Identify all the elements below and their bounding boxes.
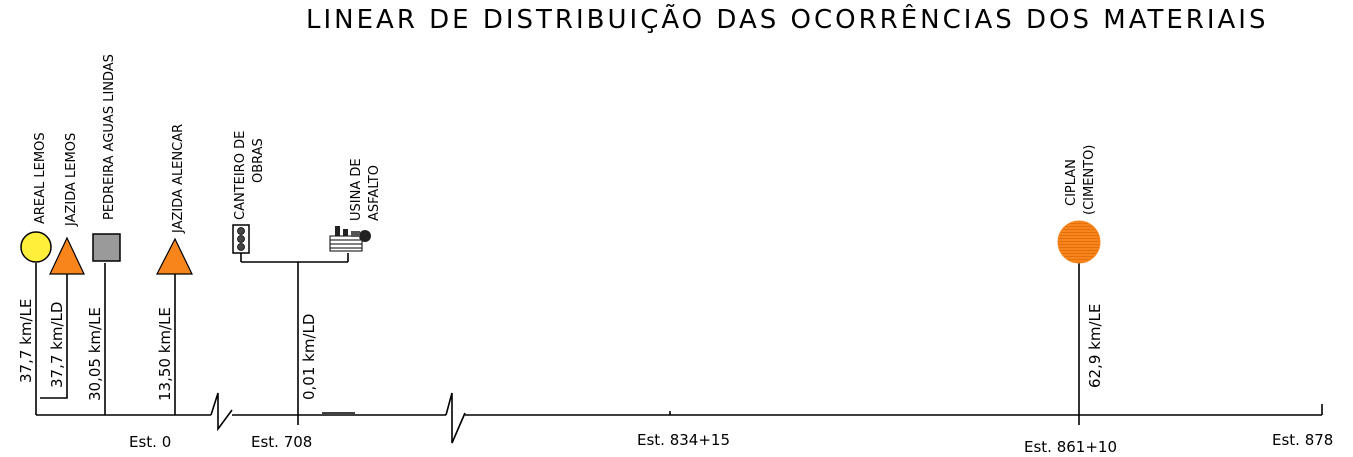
connectors: [35, 253, 1080, 425]
ciplan-distance: 62,9 km/LE: [1086, 304, 1104, 388]
jazida-alencar-marker: [156, 237, 193, 275]
canteiro-usina-distance: 0,01 km/LD: [300, 314, 318, 400]
break-symbol-1: [210, 392, 233, 432]
areal-lemos-distance: 37,7 km/LE: [17, 299, 35, 383]
jazida-alencar-label: JAZIDA ALENCAR: [171, 124, 186, 234]
station-label-708: Est. 708: [251, 433, 312, 451]
pedreira-label: PEDREIRA AGUAS LINDAS: [102, 54, 117, 220]
station-label-0: Est. 0: [129, 433, 171, 451]
diagram-title: LINEAR DE DISTRIBUIÇÃO DAS OCORRÊNCIAS D…: [306, 3, 1268, 35]
jazida-lemos-marker: [49, 236, 85, 275]
break-symbol-2: [445, 392, 466, 444]
areal-lemos-marker: [20, 231, 52, 263]
station-label-861: Est. 861+10: [1024, 438, 1117, 456]
site-office-icon: [232, 224, 250, 254]
usina-label-line1: USINA DE: [349, 158, 364, 221]
ciplan-label-line2: (CIMENTO): [1082, 145, 1097, 215]
areal-lemos-label: AREAL LEMOS: [33, 132, 48, 224]
ciplan-marker: [1057, 220, 1101, 264]
baseline: [36, 392, 1323, 444]
usina-label-line2: ASFALTO: [367, 165, 382, 221]
ciplan-label-line1: CIPLAN: [1064, 159, 1079, 206]
jazida-lemos-distance: 37,7 km/LD: [48, 302, 66, 388]
pedreira-distance: 30,05 km/LE: [86, 307, 104, 401]
station-label-878: Est. 878: [1272, 431, 1333, 449]
canteiro-label-line2: OBRAS: [251, 138, 266, 183]
jazida-alencar-distance: 13,50 km/LE: [156, 307, 174, 401]
asphalt-plant-icon: [329, 226, 371, 252]
canteiro-label-line1: CANTEIRO DE: [233, 131, 248, 220]
jazida-lemos-label: JAZIDA LEMOS: [64, 133, 79, 227]
station-label-834: Est. 834+15: [637, 431, 730, 449]
pedreira-marker: [92, 233, 121, 262]
